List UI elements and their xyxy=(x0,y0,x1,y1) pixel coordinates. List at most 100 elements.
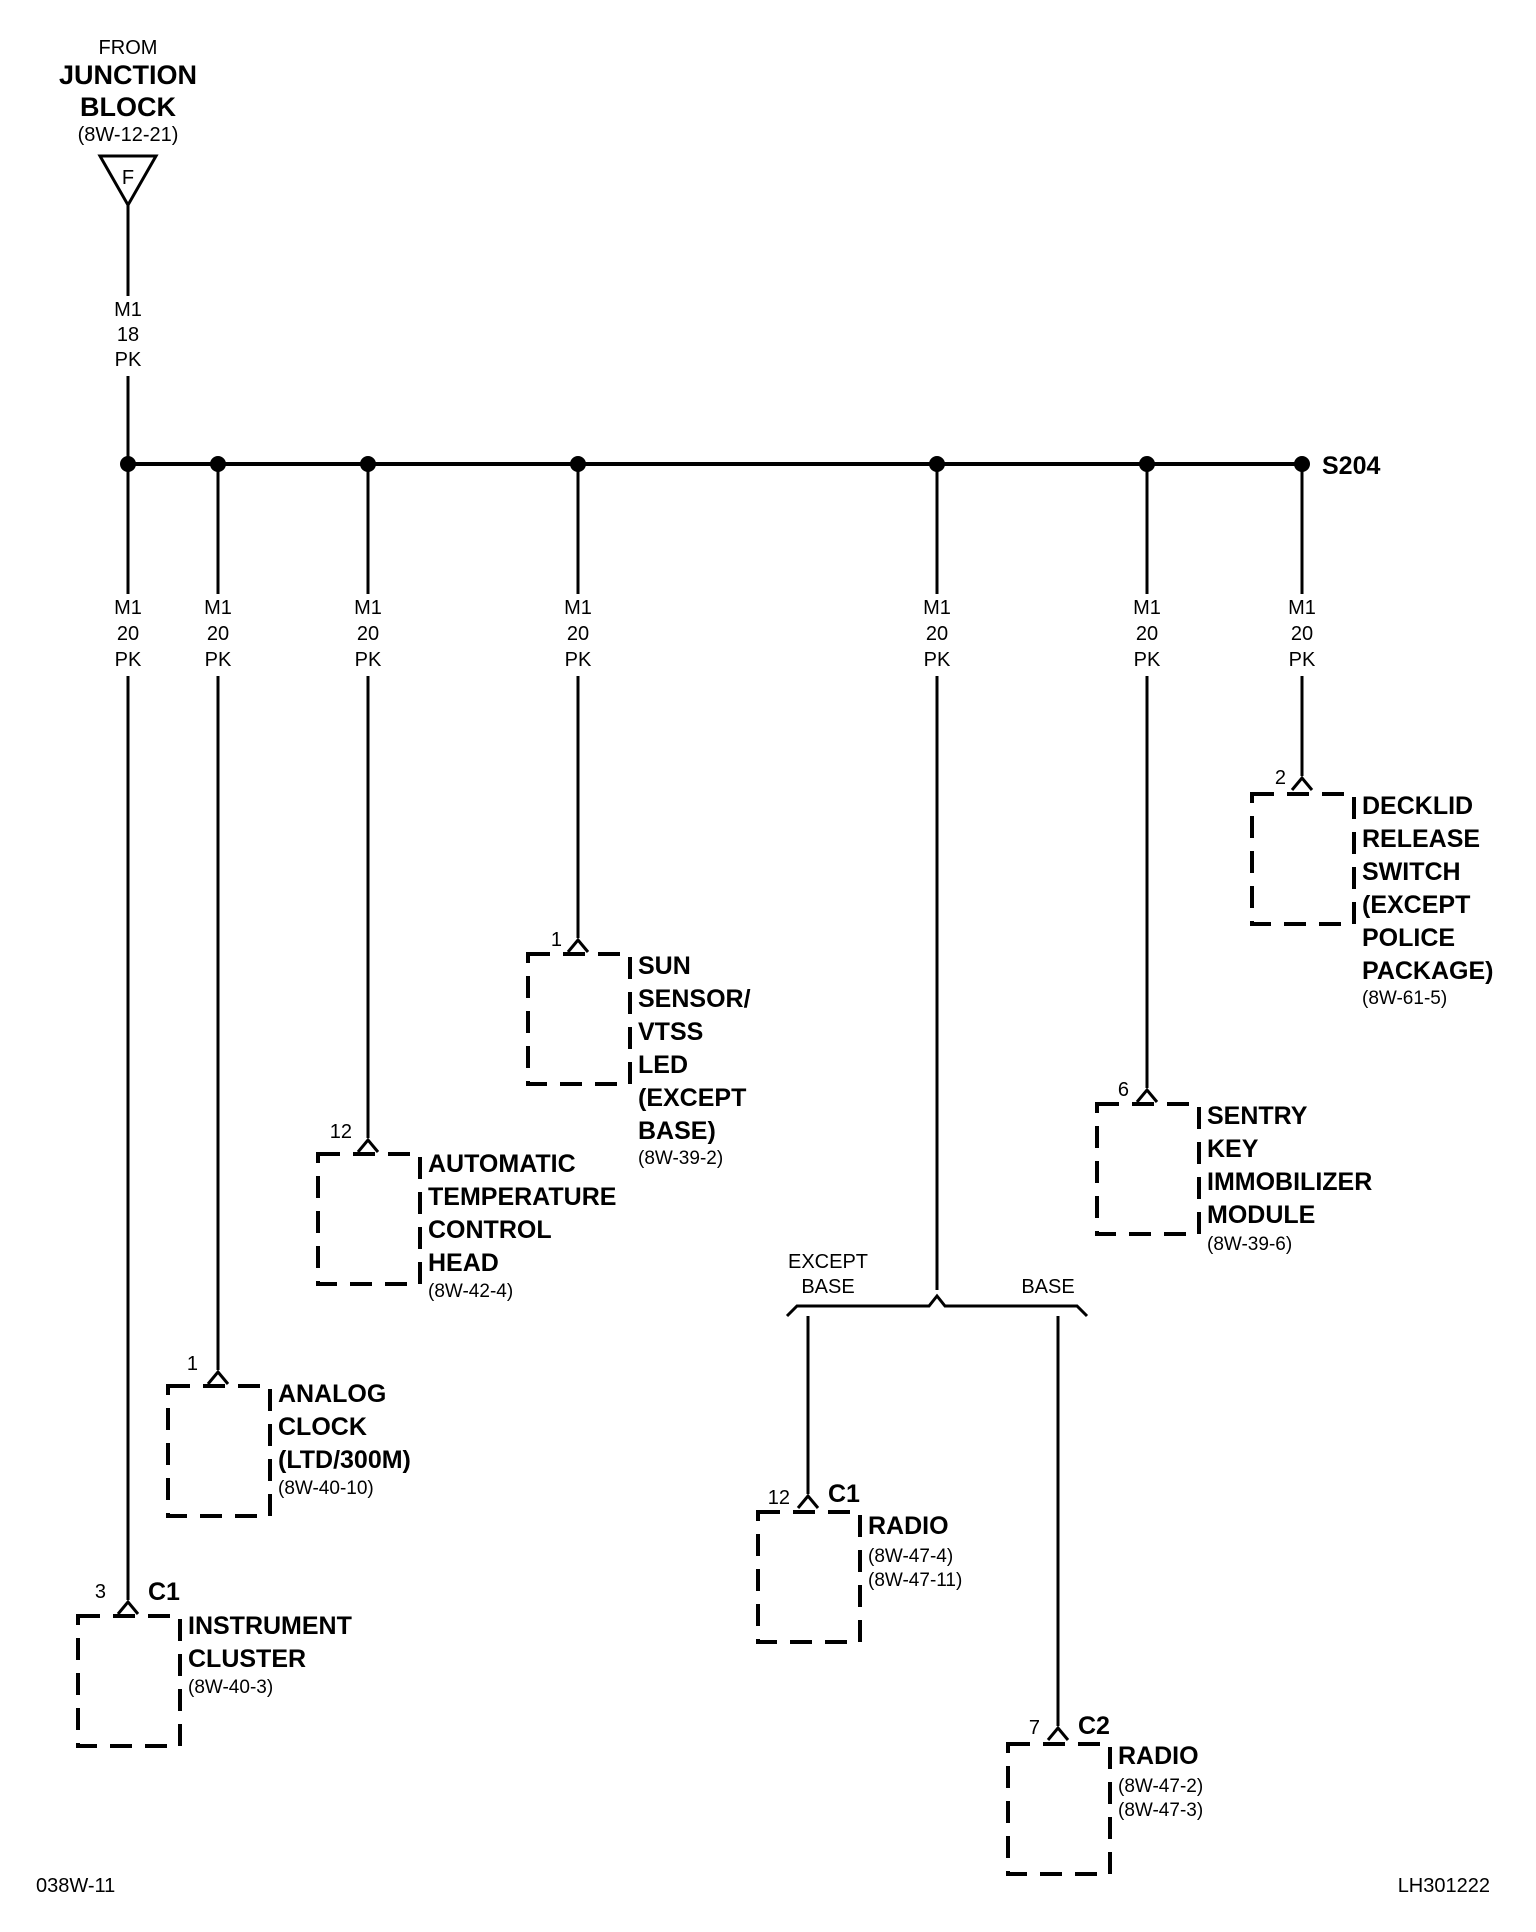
splice-label: S204 xyxy=(1322,452,1380,480)
wire-gauge: 20 xyxy=(1136,623,1158,645)
component-box xyxy=(1006,1742,1112,1876)
source-ref: (8W-12-21) xyxy=(78,124,179,146)
component-name: BASE) xyxy=(638,1117,716,1145)
source-cavity: F xyxy=(122,167,134,189)
component-ref: (8W-47-11) xyxy=(868,1570,962,1591)
branch-sentry-key: M1 20 PK 6 SENTRY KEY IMMOBILIZER MODULE… xyxy=(1095,464,1372,1255)
component-ref: (8W-47-4) xyxy=(868,1546,953,1567)
component-ref: (8W-61-5) xyxy=(1362,988,1447,1009)
component-name: KEY xyxy=(1207,1135,1259,1163)
pin-number: 7 xyxy=(1029,1717,1040,1739)
component-name: (LTD/300M) xyxy=(278,1446,411,1474)
component-ref: (8W-47-2) xyxy=(1118,1776,1203,1797)
option-base: BASE xyxy=(1021,1276,1074,1298)
wire-color: PK xyxy=(355,649,382,671)
pin-number: 12 xyxy=(768,1487,790,1509)
wire-circuit: M1 xyxy=(204,597,232,619)
connector-pin-icon xyxy=(1290,775,1314,791)
component-ref: (8W-42-4) xyxy=(428,1281,513,1302)
component-box xyxy=(1250,792,1356,926)
wire-gauge: 20 xyxy=(357,623,379,645)
source-wire-color: PK xyxy=(115,349,142,371)
component-name: SENTRY xyxy=(1207,1102,1308,1130)
wire-gauge: 20 xyxy=(567,623,589,645)
source-wire-gauge: 18 xyxy=(117,324,139,346)
connector-id: C1 xyxy=(148,1578,180,1606)
component-name: RADIO xyxy=(1118,1742,1199,1770)
component-name: ANALOG xyxy=(278,1380,386,1408)
component-name: MODULE xyxy=(1207,1201,1315,1229)
component-name: CLUSTER xyxy=(188,1645,306,1673)
component-ref: (8W-40-3) xyxy=(188,1677,273,1698)
splice-bus: S204 xyxy=(120,452,1380,480)
component-name: SENSOR/ xyxy=(638,985,751,1013)
component-name: VTSS xyxy=(638,1018,703,1046)
component-box xyxy=(166,1384,272,1518)
junction-block-source: FROM JUNCTION BLOCK (8W-12-21) F M1 18 P… xyxy=(59,37,197,464)
connector-pin-icon xyxy=(116,1599,140,1615)
component-box xyxy=(756,1510,862,1644)
connector-pin-icon xyxy=(796,1493,820,1509)
branch-radio: M1 20 PK EXCEPT BASE BASE 12 C1 RADIO (8… xyxy=(756,464,1203,1876)
component-ref: (8W-39-2) xyxy=(638,1148,723,1169)
pin-number: 3 xyxy=(95,1581,106,1603)
wire-color: PK xyxy=(205,649,232,671)
component-ref: (8W-47-3) xyxy=(1118,1800,1203,1821)
connector-pin-icon xyxy=(356,1137,380,1153)
footer-left-code: 038W-11 xyxy=(36,1875,115,1897)
pin-number: 6 xyxy=(1118,1079,1129,1101)
component-name: CLOCK xyxy=(278,1413,367,1441)
component-name: HEAD xyxy=(428,1249,499,1277)
connector-pin-icon xyxy=(206,1369,230,1385)
branch-sun-sensor: M1 20 PK 1 SUN SENSOR/ VTSS LED (EXCEPT … xyxy=(526,464,751,1169)
wire-gauge: 20 xyxy=(117,623,139,645)
wire-circuit: M1 xyxy=(923,597,951,619)
wire-circuit: M1 xyxy=(1133,597,1161,619)
connector-id: C2 xyxy=(1078,1712,1110,1740)
branch-decklid-switch: M1 20 PK 2 DECKLID RELEASE SWITCH (EXCEP… xyxy=(1250,464,1493,1009)
wire-color: PK xyxy=(115,649,142,671)
wire-circuit: M1 xyxy=(564,597,592,619)
connector-pin-icon xyxy=(566,937,590,953)
branch-atc-head: M1 20 PK 12 AUTOMATIC TEMPERATURE CONTRO… xyxy=(316,464,616,1302)
component-name: (EXCEPT xyxy=(638,1084,746,1112)
component-ref: (8W-40-10) xyxy=(278,1478,374,1499)
component-ref: (8W-39-6) xyxy=(1207,1234,1292,1255)
source-name-line1: JUNCTION xyxy=(59,60,197,90)
connector-pin-icon xyxy=(1046,1725,1070,1741)
connector-id: C1 xyxy=(828,1480,860,1508)
source-from-label: FROM xyxy=(99,37,158,59)
wire-color: PK xyxy=(924,649,951,671)
component-name: CONTROL xyxy=(428,1216,552,1244)
component-name: TEMPERATURE xyxy=(428,1183,616,1211)
connector-triangle-icon xyxy=(97,154,159,209)
component-name: DECKLID xyxy=(1362,792,1473,820)
component-name: PACKAGE) xyxy=(1362,957,1493,985)
component-box xyxy=(76,1614,182,1748)
pin-number: 1 xyxy=(551,929,562,951)
component-name: RELEASE xyxy=(1362,825,1480,853)
wire-gauge: 20 xyxy=(207,623,229,645)
component-name: INSTRUMENT xyxy=(188,1612,352,1640)
pin-number: 1 xyxy=(187,1353,198,1375)
component-name: IMMOBILIZER xyxy=(1207,1168,1372,1196)
component-name: SWITCH xyxy=(1362,858,1461,886)
wire-gauge: 20 xyxy=(926,623,948,645)
source-wire-circuit: M1 xyxy=(114,299,142,321)
component-name: LED xyxy=(638,1051,688,1079)
source-name-line2: BLOCK xyxy=(80,92,176,122)
component-name: AUTOMATIC xyxy=(428,1150,576,1178)
footer-right-code: LH301222 xyxy=(1398,1875,1490,1897)
branch-analog-clock: M1 20 PK 1 ANALOG CLOCK (LTD/300M) (8W-4… xyxy=(166,464,411,1518)
component-box xyxy=(1095,1102,1201,1236)
option-split-bracket xyxy=(785,1293,1089,1318)
wire-circuit: M1 xyxy=(354,597,382,619)
wire-circuit: M1 xyxy=(1288,597,1316,619)
component-name: POLICE xyxy=(1362,924,1455,952)
option-except-base-line2: BASE xyxy=(801,1276,854,1298)
wire-color: PK xyxy=(1289,649,1316,671)
wire-gauge: 20 xyxy=(1291,623,1313,645)
component-name: (EXCEPT xyxy=(1362,891,1470,919)
component-box xyxy=(526,952,632,1086)
